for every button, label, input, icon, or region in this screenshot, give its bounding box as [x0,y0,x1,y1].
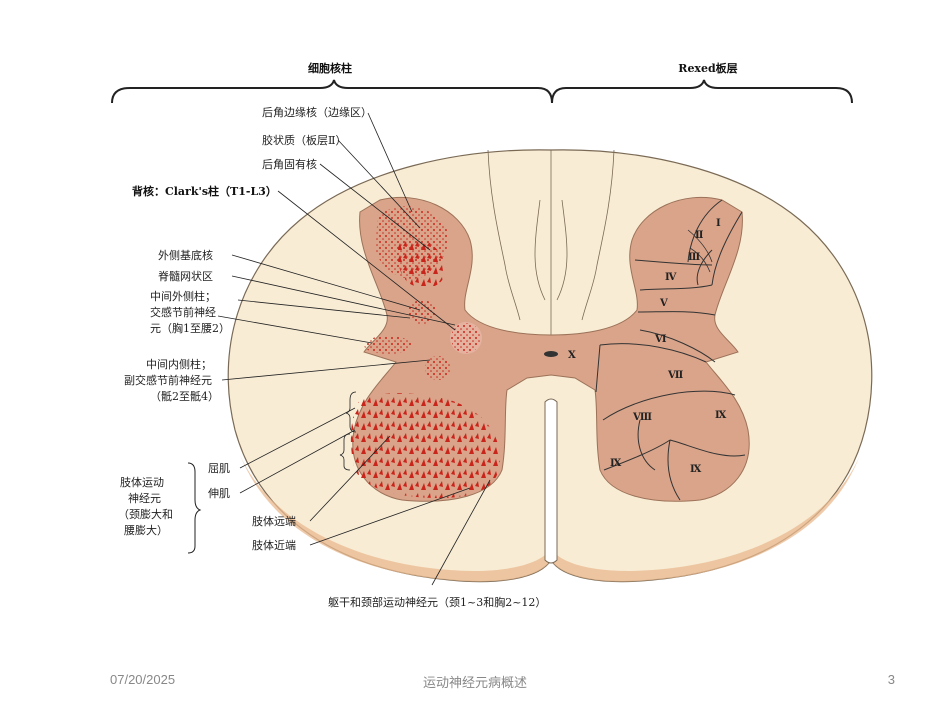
right-brace [551,79,853,104]
dorsal-column-right [581,149,615,321]
intermediomedial-nucleus [425,356,451,380]
lamina-viii: Ⅷ [632,412,652,423]
label-proximal: 肢体近端 [252,538,296,552]
ventral-horn-motor-pool [350,393,500,498]
label-intermediolateral-1: 中间外侧柱； [150,289,216,303]
right-header-title: Rexed板层 [678,61,737,75]
extensor-brace [339,433,351,471]
central-canal [544,351,558,357]
label-intermediomedial-1: 中间内侧柱； [146,357,212,371]
lamina-vii: Ⅶ [667,370,683,381]
clarke-nucleus-fill [451,323,481,353]
label-intermediolateral-3: 元（胸1至腰2） [150,321,230,335]
label-posterior-marginal: 后角边缘核（边缘区） [262,105,372,119]
lamina-ix-left: Ⅸ [610,458,622,469]
label-substantia-gelatinosa: 胶状质（板层Ⅱ） [262,133,346,147]
label-trunk: 躯干和颈部运动神经元（颈1~3和胸2~12） [328,595,546,609]
lamina-ii: Ⅱ [695,230,703,241]
label-limb-group-1: 肢体运动 [120,475,164,489]
limb-group-brace [187,462,202,554]
label-limb-group-2: 神经元 [128,491,161,505]
footer-page-number: 3 [887,672,895,687]
lamina-i: Ⅰ [716,218,721,229]
label-limb-group-3: （颈膨大和 [118,507,173,521]
label-flexor: 屈肌 [208,462,230,475]
dorsal-sulcus-left [534,199,546,301]
lamina-v: Ⅴ [659,298,668,309]
label-clarke: 背核：Clark's柱（T1-L3） [132,184,277,198]
dorsal-sulcus-right [556,199,568,301]
label-intermediomedial-3: （骶2至骶4） [150,390,219,403]
lamina-borders [595,199,746,501]
dorsal-column-left [487,149,521,321]
label-reticular: 脊髓网状区 [158,269,213,283]
leader-lines [217,112,491,586]
label-limb-group-4: 腰膨大） [124,523,168,537]
nucleus-proprius-region [397,237,446,288]
lamina-iv: Ⅳ [665,272,677,283]
left-brace [111,79,553,104]
reticular-region [408,300,436,324]
lamina-iii-arc [689,247,711,273]
lamina-vi: Ⅵ [654,334,667,345]
left-header-title: 细胞核柱 [308,61,352,75]
lamina-ix-right: Ⅸ [690,464,702,475]
anterior-median-fissure [544,398,558,564]
label-intermediolateral-2: 交感节前神经 [150,305,216,319]
flexor-brace [345,391,357,433]
label-extensor: 伸肌 [208,487,230,500]
lamina-ii-arc [687,229,713,263]
lamina-ix-upper: Ⅸ [715,410,727,421]
label-lateral-basal: 外侧基底核 [158,248,213,262]
lamina-x: Ⅹ [568,350,576,361]
label-nucleus-proprius: 后角固有核 [262,157,317,171]
label-intermediomedial-2: 副交感节前神经元 [124,373,212,387]
label-distal: 肢体远端 [252,514,296,528]
footer-date: 07/20/2025 [110,672,176,687]
intermediolateral-nucleus [364,336,412,354]
lamina-iii: Ⅲ [688,252,700,263]
footer-title: 运动神经元病概述 [422,675,527,690]
